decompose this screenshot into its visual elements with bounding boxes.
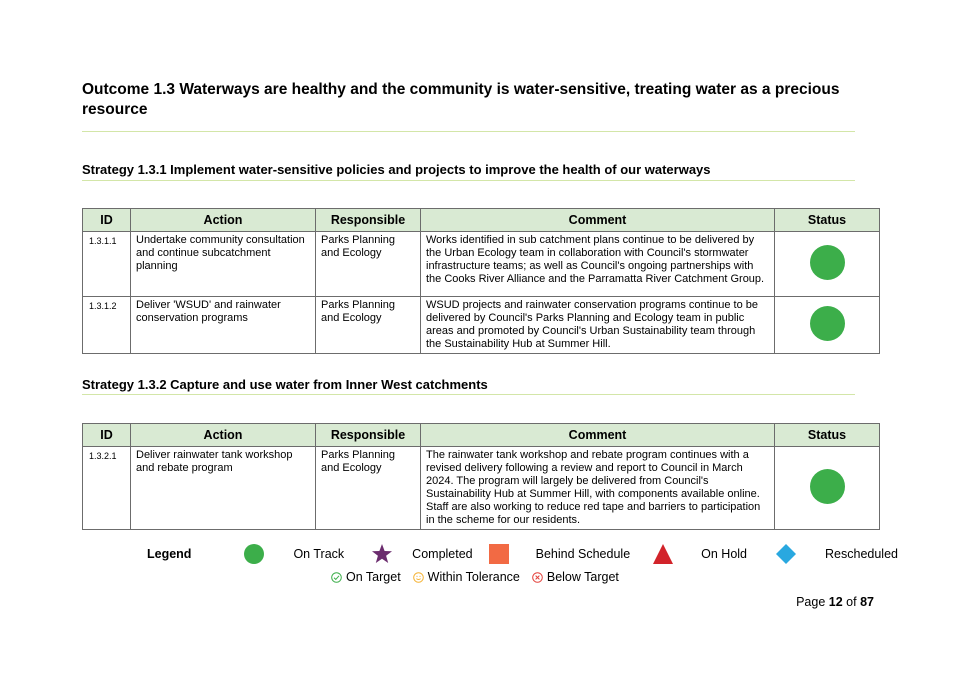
legend-label-behind-schedule: Behind Schedule (535, 547, 631, 561)
status-cell (774, 231, 880, 297)
orange-square-icon (488, 544, 509, 564)
action-id: 1.3.1.1 (82, 231, 131, 297)
legend-label-rescheduled: Rescheduled (825, 547, 898, 561)
legend-label: Legend (147, 547, 192, 561)
comment-text: Works identified in sub catchment plans … (420, 231, 775, 297)
header-responsible: Responsible (315, 208, 421, 232)
outcome-title: Outcome 1.3 Waterways are healthy and th… (82, 81, 840, 118)
actions-table: ID Action Responsible Comment Status 1.3… (82, 423, 880, 530)
x-circle-icon (532, 571, 543, 583)
legend-item-behind-schedule (488, 543, 510, 565)
responsible-text: Parks Planning and Ecology (315, 296, 421, 354)
table-row: 1.3.1.1 Undertake community consultation… (82, 231, 880, 297)
status-on-track-icon (809, 468, 845, 504)
legend-item-rescheduled (775, 543, 797, 565)
page-of: of (846, 595, 857, 609)
kpi-item-below-target: Below Target (532, 570, 619, 584)
page-current: 12 (828, 595, 843, 609)
strategy-title: Strategy 1.3.1 Implement water-sensitive… (82, 162, 711, 177)
table-row: 1.3.1.2 Deliver 'WSUD' and rainwater con… (82, 296, 880, 354)
action-id: 1.3.2.1 (82, 446, 131, 530)
header-responsible: Responsible (315, 423, 421, 447)
header-action: Action (130, 423, 316, 447)
green-circle-icon (244, 544, 265, 564)
legend-item-on-track (243, 543, 265, 565)
page-number: Page 12 of 87 (796, 595, 874, 609)
status-on-track-icon (809, 305, 845, 341)
comment-text: WSUD projects and rainwater conservation… (420, 296, 775, 354)
action-id: 1.3.1.2 (82, 296, 131, 354)
action-text: Deliver rainwater tank workshop and reba… (130, 446, 316, 530)
legend-item-on-hold (652, 543, 674, 565)
legend: Legend On Track Completed Behind Schedul… (147, 543, 898, 565)
legend-label-on-track: On Track (293, 547, 345, 561)
kpi-label-below-target: Below Target (546, 570, 619, 584)
header-id: ID (82, 423, 131, 447)
purple-star-icon (372, 544, 393, 563)
header-comment: Comment (420, 208, 775, 232)
action-text: Deliver 'WSUD' and rainwater conservatio… (130, 296, 316, 354)
legend-label-on-hold: On Hold (701, 547, 748, 561)
kpi-legend: On Target Within Tolerance Below Target (331, 570, 631, 584)
table-header-row: ID Action Responsible Comment Status (82, 208, 880, 232)
strategy-title: Strategy 1.3.2 Capture and use water fro… (82, 377, 488, 392)
header-id: ID (82, 208, 131, 232)
page-total: 87 (860, 595, 874, 609)
red-triangle-icon (653, 544, 674, 564)
header-comment: Comment (420, 423, 775, 447)
header-action: Action (130, 208, 316, 232)
actions-table: ID Action Responsible Comment Status 1.3… (82, 208, 880, 354)
kpi-label-within-tolerance: Within Tolerance (427, 570, 520, 584)
smiley-circle-icon (412, 571, 424, 583)
page-prefix: Page (796, 595, 826, 609)
strategy-divider (82, 394, 855, 395)
table-header-row: ID Action Responsible Comment Status (82, 423, 880, 447)
responsible-text: Parks Planning and Ecology (315, 231, 421, 297)
kpi-label-on-target: On Target (346, 570, 401, 584)
check-circle-icon (331, 571, 342, 583)
outcome-divider (82, 131, 855, 132)
kpi-item-within-tolerance: Within Tolerance (412, 570, 520, 584)
responsible-text: Parks Planning and Ecology (315, 446, 421, 530)
header-status: Status (774, 423, 880, 447)
status-on-track-icon (809, 244, 845, 280)
kpi-item-on-target: On Target (331, 570, 401, 584)
action-text: Undertake community consultation and con… (130, 231, 316, 297)
status-cell (774, 296, 880, 354)
legend-item-completed (371, 543, 393, 565)
strategy-divider (82, 180, 855, 181)
comment-text: The rainwater tank workshop and rebate p… (420, 446, 775, 530)
blue-diamond-icon (776, 544, 797, 564)
legend-label-completed: Completed (412, 547, 473, 561)
table-row: 1.3.2.1 Deliver rainwater tank workshop … (82, 446, 880, 530)
status-cell (774, 446, 880, 530)
header-status: Status (774, 208, 880, 232)
